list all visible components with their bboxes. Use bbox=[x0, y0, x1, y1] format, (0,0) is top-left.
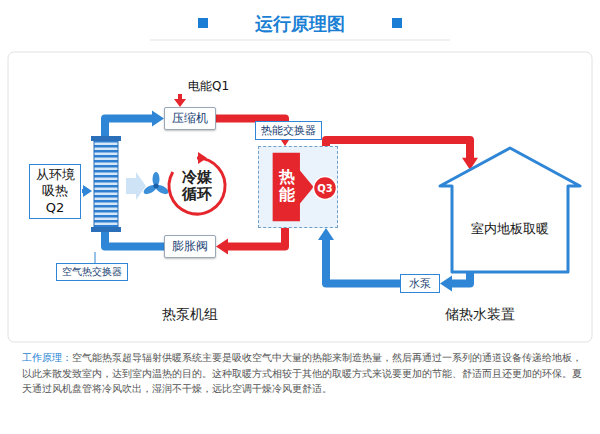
heat-circle: Q3 bbox=[313, 176, 337, 200]
exchanger-cap bbox=[91, 136, 121, 141]
node-text: 从环境吸热Q2 bbox=[33, 167, 77, 216]
pipe-connector bbox=[318, 228, 400, 284]
exchanger-cap bbox=[91, 227, 121, 232]
heat-exchanger: 热能交换器热能Q3 bbox=[258, 146, 338, 228]
valve-box: 膨胀阀 bbox=[164, 235, 216, 258]
node-text: 压缩机 bbox=[172, 110, 208, 127]
vertical-text: 热能 bbox=[279, 168, 295, 203]
heat-in-arrow bbox=[83, 185, 92, 197]
part-tag: 空气热交换器 bbox=[56, 263, 128, 281]
diagram-frame bbox=[8, 52, 592, 342]
house-text: 室内地板取暖 bbox=[452, 186, 568, 272]
air-heat-exchanger bbox=[94, 140, 118, 228]
note-body: 空气能热泵超导辐射供暖系统主要是吸收空气中大量的热能来制造热量，然后再通过一系列… bbox=[22, 352, 582, 394]
diagram-title: 运行原理图 bbox=[0, 12, 600, 36]
air-flow-arrow bbox=[126, 172, 146, 200]
group-label: 储热水装置 bbox=[445, 306, 515, 324]
compressor-box: 压缩机 bbox=[164, 107, 216, 130]
node-text: 膨胀阀 bbox=[172, 238, 208, 255]
note-heading: 工作原理： bbox=[22, 352, 72, 363]
exchanger-heading: 热能交换器 bbox=[255, 121, 322, 140]
caption-paragraph: 工作原理：空气能热泵超导辐射供暖系统主要是吸收空气中大量的热能来制造热量，然后再… bbox=[22, 350, 582, 397]
pump-box: 水泵 bbox=[400, 274, 440, 293]
arrowhead bbox=[440, 276, 452, 292]
pipe-line bbox=[226, 228, 285, 247]
pipe-line bbox=[326, 140, 470, 160]
house-shape: 室内地板取暖 bbox=[440, 146, 580, 274]
cycle-arrow bbox=[169, 158, 225, 214]
pipe-connector bbox=[440, 272, 470, 292]
house-outline bbox=[440, 148, 580, 272]
circle-outline bbox=[314, 177, 337, 200]
node-text: Q3 bbox=[317, 183, 332, 194]
source-box: 从环境吸热Q2 bbox=[29, 164, 81, 219]
pipe-connector bbox=[216, 228, 285, 255]
node-text: 水泵 bbox=[409, 276, 431, 291]
pipe-line bbox=[450, 272, 470, 284]
house-svg bbox=[440, 146, 580, 274]
arrowhead bbox=[318, 228, 334, 240]
title-rule bbox=[150, 40, 450, 41]
node-text: 空气热交换器 bbox=[62, 265, 122, 279]
power-arrow bbox=[174, 99, 186, 107]
power-label: 电能Q1 bbox=[188, 78, 229, 95]
cycle-label: 冷媒循环 bbox=[181, 169, 213, 204]
heat-arrow bbox=[273, 153, 314, 221]
title-square bbox=[198, 18, 208, 28]
group-label: 热泵机组 bbox=[162, 306, 218, 324]
cycle-arrowhead bbox=[198, 152, 207, 164]
title-square bbox=[392, 18, 402, 28]
arrowhead bbox=[152, 111, 164, 127]
fan-icon bbox=[142, 172, 170, 196]
arrowhead bbox=[216, 239, 228, 255]
pipe-line bbox=[326, 238, 400, 284]
pipe-connector bbox=[326, 140, 478, 170]
